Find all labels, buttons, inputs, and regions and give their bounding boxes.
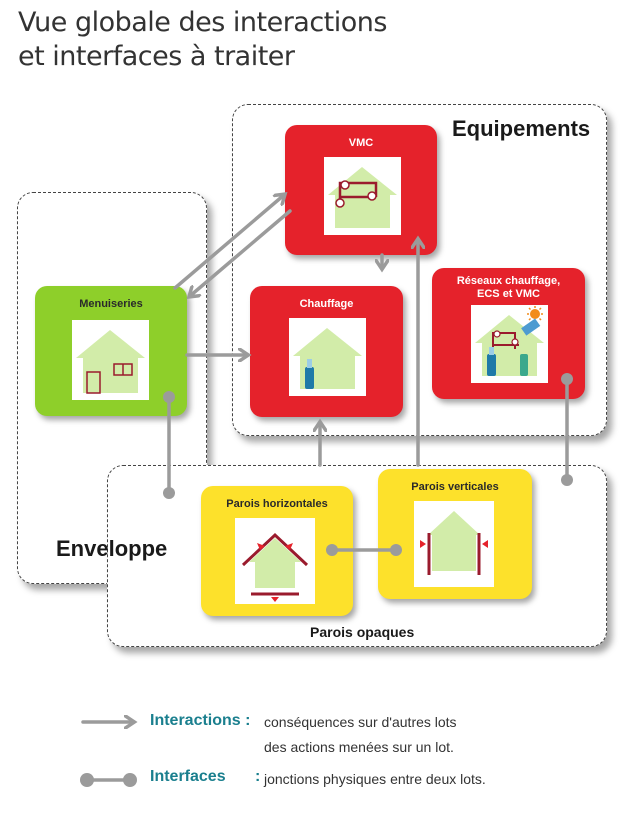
menuiseries-box: Menuiseries [35, 286, 187, 416]
reseaux-label-line-2: ECS et VMC [477, 288, 540, 300]
parois-horizontales-label: Parois horizontales [226, 498, 328, 510]
title-line-2: et interfaces à traiter [18, 41, 295, 72]
reseaux-box: Réseaux chauffage, ECS et VMC [432, 268, 585, 399]
interaction-arrow-menuiseries-vmc [173, 195, 284, 290]
menuiseries-tile [72, 320, 149, 400]
legend-interactions-desc-line-1: conséquences sur d'autres lots [264, 714, 457, 730]
parois-verticales-box: Parois verticales [378, 469, 532, 599]
house-icon [241, 532, 309, 602]
reseaux-label-line-1: Réseaux chauffage, [456, 275, 561, 287]
vmc-tile [324, 157, 401, 235]
chauffage-tile [289, 318, 366, 396]
parois-opaques-label: Parois opaques [310, 624, 415, 640]
parois-verticales-tile [414, 501, 494, 587]
legend-interfaces-colon: : [255, 768, 261, 785]
house-icon [293, 328, 362, 389]
interface-node [326, 544, 338, 556]
house-icon [420, 511, 488, 575]
page-title: Vue globale des interactions et interfac… [18, 6, 387, 74]
title-line-1: Vue globale des interactions [18, 7, 387, 38]
chauffage-label: Chauffage [299, 298, 354, 310]
house-icon [76, 330, 145, 394]
interface-node [163, 487, 175, 499]
parois-horizontales-tile [235, 518, 315, 604]
legend-interfaces-term: Interfaces [150, 768, 226, 785]
enveloppe-label: Enveloppe [56, 536, 168, 561]
legend-interactions-term: Interactions : [150, 712, 251, 729]
chauffage-box: Chauffage [250, 286, 403, 417]
vmc-box: VMC [285, 125, 437, 255]
vmc-label: VMC [348, 137, 374, 149]
interface-node [390, 544, 402, 556]
interface-node [561, 373, 573, 385]
reseaux-tile [471, 305, 548, 383]
interaction-arrow-vmc-menuiseries [190, 209, 292, 296]
interface-node [561, 474, 573, 486]
house-icon [328, 167, 397, 228]
sun-icon [527, 306, 543, 322]
parois-horizontales-box: Parois horizontales [201, 486, 353, 616]
parois-verticales-label: Parois verticales [411, 481, 499, 493]
legend-interfaces-desc: jonctions physiques entre deux lots. [264, 771, 486, 787]
interface-node [163, 391, 175, 403]
menuiseries-label: Menuiseries [79, 298, 143, 310]
legend-interactions-desc-line-2: des actions menées sur un lot. [264, 739, 454, 755]
equipements-label: Equipements [452, 116, 591, 141]
solar-panel-icon [521, 318, 541, 336]
